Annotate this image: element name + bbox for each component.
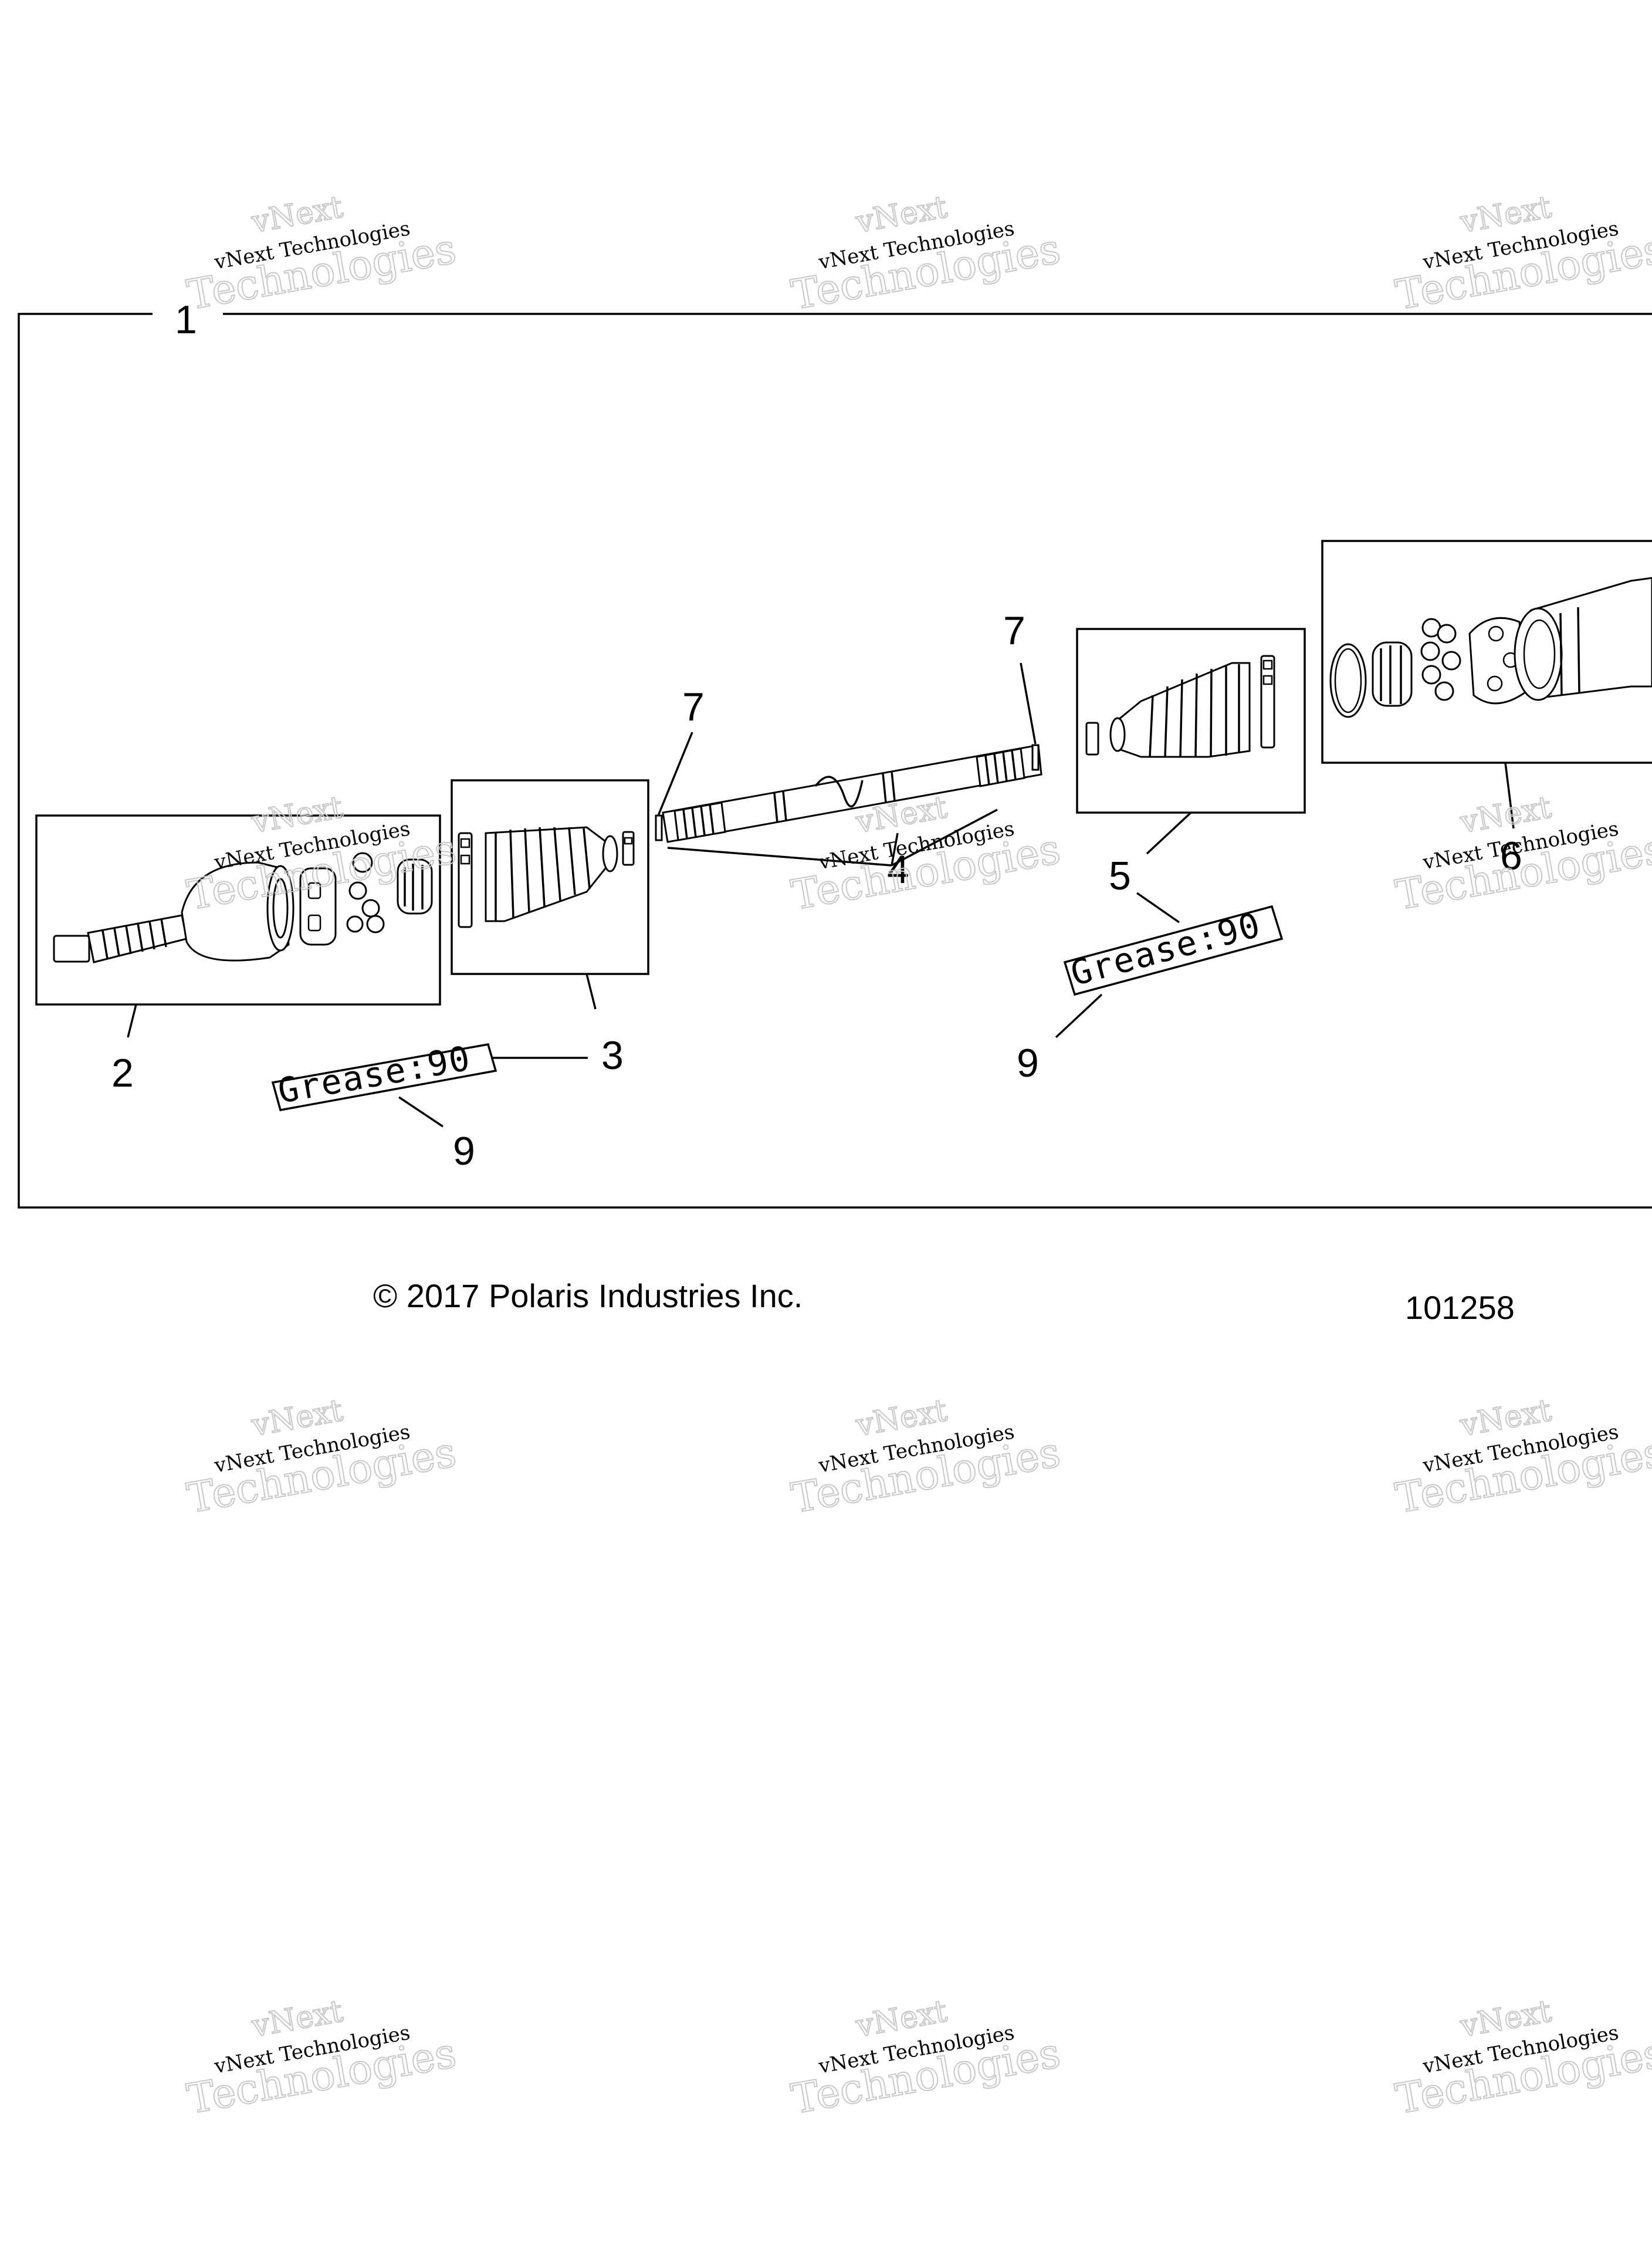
copyright-notice: © 2017 Polaris Industries Inc. bbox=[373, 1277, 803, 1314]
part-5-boot-kit bbox=[1076, 628, 1306, 814]
watermark: vNext vNext Technologies Technologies bbox=[183, 189, 460, 320]
callout-1: 1 bbox=[175, 297, 197, 342]
part-4-axle-shaft bbox=[655, 744, 1042, 843]
part-3-boot-kit bbox=[451, 779, 649, 975]
callout-4: 4 bbox=[887, 847, 909, 892]
callout-5: 5 bbox=[1109, 854, 1131, 898]
leader-4 bbox=[667, 808, 998, 867]
svg-text:Grease:90: Grease:90 bbox=[275, 1038, 474, 1111]
leader-3 bbox=[585, 973, 597, 1010]
leader-5 bbox=[1146, 811, 1192, 855]
part-2-cv-joint-kit bbox=[35, 814, 441, 1006]
watermark: vNext vNext Technologies Technologies bbox=[1392, 189, 1652, 320]
svg-text:Grease:90: Grease:90 bbox=[1067, 905, 1265, 994]
watermarks: vNext vNext Technologies Technologies vN… bbox=[183, 189, 1652, 2124]
callout-7-left: 7 bbox=[682, 685, 705, 729]
callout-7-right: 7 bbox=[1003, 608, 1025, 653]
leader-9-left bbox=[398, 1096, 444, 1128]
leader-9-right bbox=[1055, 993, 1103, 1038]
watermark: vNext vNext Technologies Technologies bbox=[1392, 1392, 1652, 1523]
watermark: vNext vNext Technologies Technologies bbox=[1392, 1993, 1652, 2124]
callout-2: 2 bbox=[111, 1051, 134, 1095]
part-3-box bbox=[451, 779, 649, 975]
watermark: vNext vNext Technologies Technologies bbox=[787, 1993, 1064, 2124]
watermark: vNext vNext Technologies Technologies bbox=[787, 1392, 1064, 1523]
watermark: vNext vNext Technologies Technologies bbox=[1392, 789, 1652, 920]
callout-6: 6 bbox=[1500, 834, 1522, 878]
figure-number: 101258 bbox=[1405, 1289, 1515, 1326]
watermark: vNext vNext Technologies Technologies bbox=[787, 189, 1064, 320]
leader-7-right bbox=[1020, 662, 1037, 745]
callout-3: 3 bbox=[601, 1033, 624, 1078]
watermark: vNext vNext Technologies Technologies bbox=[183, 1392, 460, 1523]
callout-9-right: 9 bbox=[1017, 1041, 1039, 1085]
leader-2 bbox=[127, 1004, 137, 1038]
part-6-plunge-joint-kit bbox=[1321, 540, 1652, 764]
part-2-box bbox=[35, 814, 441, 1006]
leader-grease-right-5 bbox=[1136, 892, 1180, 923]
part-6-box bbox=[1321, 540, 1652, 764]
watermark: vNext vNext Technologies Technologies bbox=[183, 1993, 460, 2124]
grease-label-left: Grease:90 bbox=[271, 1038, 497, 1112]
leader-6 bbox=[1504, 762, 1515, 829]
assembly-frame bbox=[18, 313, 1652, 1209]
callout-9-left: 9 bbox=[453, 1129, 475, 1173]
leader-7-left bbox=[657, 732, 693, 816]
